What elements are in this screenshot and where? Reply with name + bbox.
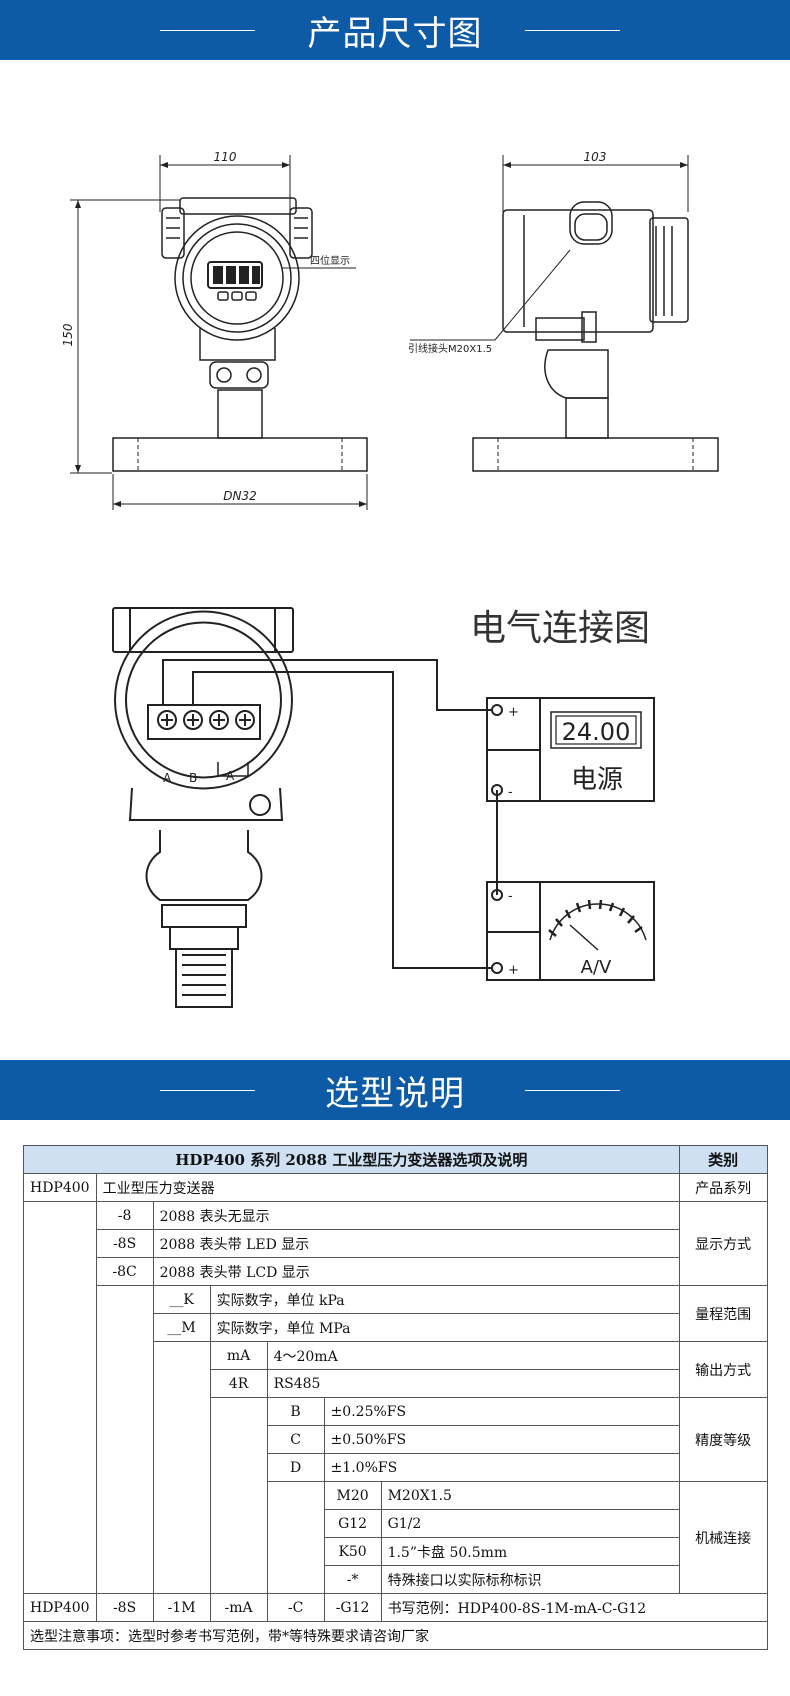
connection-desc: G1/2 — [380, 1509, 680, 1538]
dimension-drawing: 110 150 四位显示 — [61, 150, 719, 510]
side-view: 103 引线接头M20X1.5 — [408, 150, 719, 472]
section-banner-selection: 选型说明 — [0, 1060, 790, 1120]
dim-width-side: 103 — [584, 150, 607, 164]
category-header: 类别 — [678, 1145, 768, 1174]
meter-plus: + — [508, 963, 519, 978]
example-text: 书写范例：HDP400-8S-1M-mA-C-G12 — [380, 1593, 768, 1622]
category-series: 产品系列 — [678, 1173, 768, 1202]
terminal-label-a: A — [163, 771, 172, 785]
example-accuracy: -C — [266, 1593, 325, 1622]
banner-rule-right — [525, 1090, 620, 1091]
banner-rule-left — [160, 1090, 255, 1091]
example-model: HDP400 — [23, 1593, 97, 1622]
output-code: 4R — [209, 1369, 268, 1398]
label-display: 四位显示 — [310, 254, 350, 267]
connection-code: G12 — [323, 1509, 382, 1538]
connection-desc: M20X1.5 — [380, 1481, 680, 1510]
accuracy-code: C — [266, 1425, 325, 1454]
section-title-selection: 选型说明 — [325, 1074, 465, 1114]
selection-table: HDP400 系列 2088 工业型压力变送器选项及说明 类别 HDP400 工… — [23, 1145, 768, 1650]
terminal-label-b: B — [189, 771, 197, 785]
display-code: -8S — [95, 1229, 154, 1258]
model-desc: 工业型压力变送器 — [95, 1173, 680, 1202]
example-output: -mA — [209, 1593, 268, 1622]
label-connector: 引线接头M20X1.5 — [408, 342, 492, 355]
display-desc: 2088 表头带 LED 显示 — [152, 1229, 680, 1258]
meter-minus: - — [508, 889, 513, 904]
category-range: 量程范围 — [678, 1285, 768, 1342]
example-range: -1M — [152, 1593, 211, 1622]
wire-negative — [192, 671, 493, 969]
category-connection: 机械连接 — [678, 1481, 768, 1594]
connection-desc: 1.5”卡盘 50.5mm — [380, 1537, 680, 1566]
connection-desc: 特殊接口以实际标称标识 — [380, 1565, 680, 1594]
power-reading: 24.00 — [562, 718, 631, 746]
dim-height: 150 — [61, 323, 75, 346]
front-view: 110 150 四位显示 — [61, 150, 368, 510]
meter-box: - + A/V — [486, 881, 655, 981]
example-row: HDP400 -8S -1M -mA -C -G12 书写范例：HDP400-8… — [23, 1593, 768, 1622]
accuracy-desc: ±0.25%FS — [323, 1397, 680, 1426]
accuracy-code: B — [266, 1397, 325, 1426]
indent-spacer — [266, 1481, 325, 1594]
wire-positive — [162, 659, 493, 711]
range-desc: 实际数字，单位 kPa — [209, 1285, 680, 1314]
display-code: -8 — [95, 1201, 154, 1230]
range-code: __K — [152, 1285, 211, 1314]
section-banner-dimensions: 产品尺寸图 — [0, 0, 790, 60]
accuracy-code: D — [266, 1453, 325, 1482]
example-connection: -G12 — [323, 1593, 382, 1622]
indent-spacer — [152, 1341, 211, 1594]
section-title-dimensions: 产品尺寸图 — [307, 14, 483, 54]
meter-label: A/V — [581, 957, 612, 978]
selection-note: 选型注意事项：选型时参考书写范例，带*等特殊要求请咨询厂家 — [23, 1621, 768, 1650]
output-desc: RS485 — [266, 1369, 680, 1398]
display-desc: 2088 表头无显示 — [152, 1201, 680, 1230]
banner-rule-left — [160, 30, 255, 31]
range-desc: 实际数字，单位 MPa — [209, 1313, 680, 1342]
indent-spacer — [95, 1285, 154, 1594]
display-desc: 2088 表头带 LCD 显示 — [152, 1257, 680, 1286]
example-display: -8S — [95, 1593, 154, 1622]
accuracy-desc: ±0.50%FS — [323, 1425, 680, 1454]
output-desc: 4～20mA — [266, 1341, 680, 1370]
accuracy-desc: ±1.0%FS — [323, 1453, 680, 1482]
power-minus: - — [508, 785, 513, 800]
output-code: mA — [209, 1341, 268, 1370]
table-title: HDP400 系列 2088 工业型压力变送器选项及说明 — [23, 1145, 680, 1174]
category-output: 输出方式 — [678, 1341, 768, 1398]
connection-code: K50 — [323, 1537, 382, 1566]
display-code: -8C — [95, 1257, 154, 1286]
connection-code: -* — [323, 1565, 382, 1594]
dim-width-front: 110 — [214, 150, 237, 164]
banner-rule-right — [525, 30, 620, 31]
category-accuracy: 精度等级 — [678, 1397, 768, 1482]
wiring-diagram: 电气连接图 A B A — [112, 607, 655, 1008]
connection-code: M20 — [323, 1481, 382, 1510]
power-label: 电源 — [571, 765, 623, 795]
wiring-title: 电气连接图 — [470, 608, 650, 649]
indent-spacer — [23, 1201, 97, 1594]
category-display: 显示方式 — [678, 1201, 768, 1286]
transmitter: A B A — [112, 607, 294, 1008]
power-supply-box: + - 24.00 电源 — [486, 697, 655, 802]
indent-spacer — [209, 1397, 268, 1594]
range-code: __M — [152, 1313, 211, 1342]
model-code: HDP400 — [23, 1173, 97, 1202]
dim-flange: DN32 — [223, 489, 257, 503]
power-plus: + — [508, 705, 519, 720]
